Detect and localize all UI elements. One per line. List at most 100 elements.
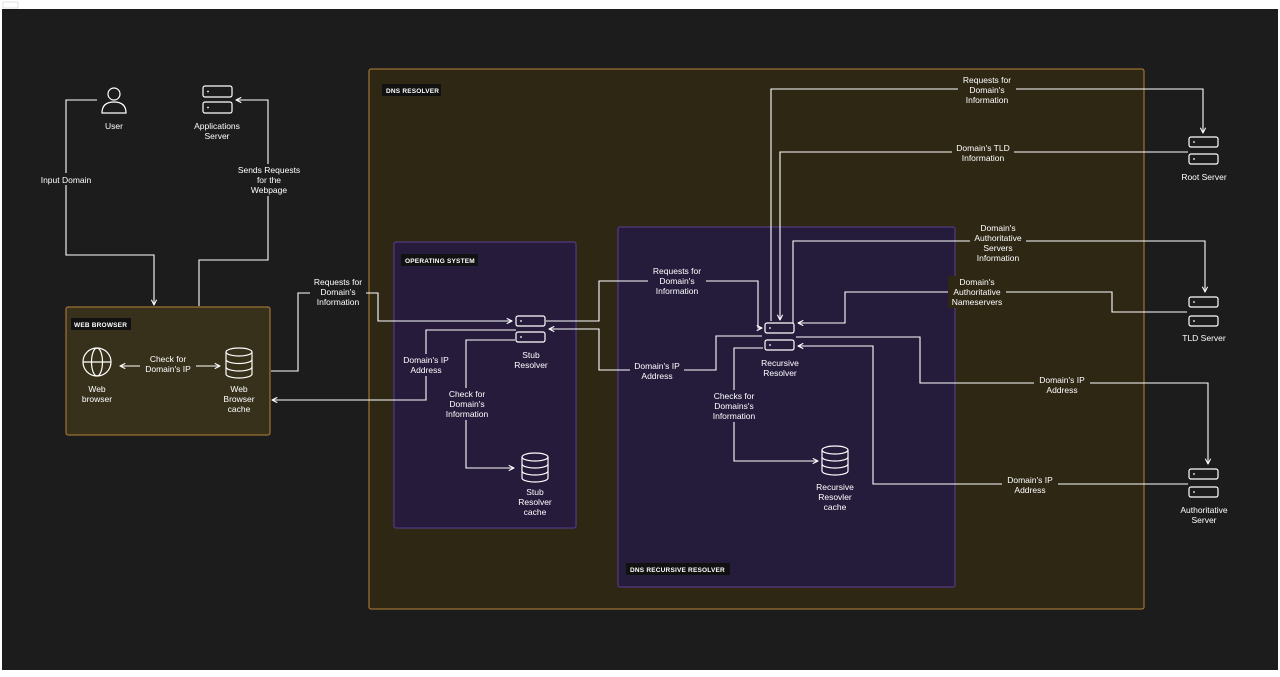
- svg-text:Sends Requests: Sends Requests: [238, 165, 300, 175]
- dns-recursive-resolver-tag-box: [626, 563, 730, 575]
- svg-text:Stub: Stub: [522, 350, 540, 360]
- database-icon: [225, 347, 253, 379]
- svg-text:Recursive: Recursive: [816, 482, 854, 492]
- web-browser-tag: WEB BROWSER: [74, 322, 127, 329]
- dns-resolver-tag: DNS RESOLVER: [386, 88, 439, 95]
- svg-text:Domain's: Domain's: [959, 277, 994, 287]
- svg-text:Information: Information: [656, 286, 699, 296]
- svg-text:Check for: Check for: [150, 354, 187, 364]
- browser-cache-node: Web Browser cache: [223, 347, 255, 414]
- svg-text:Webpage: Webpage: [251, 185, 288, 195]
- svg-text:Checks for: Checks for: [714, 391, 755, 401]
- label-stub-to-browser: Domain's IP Address: [400, 354, 452, 376]
- svg-text:cache: cache: [228, 404, 251, 414]
- svg-text:Domain's IP: Domain's IP: [145, 364, 191, 374]
- svg-text:Authoritative: Authoritative: [974, 233, 1022, 243]
- svg-text:Domain's: Domain's: [980, 223, 1015, 233]
- label-stub-to-recursive: Requests for Domain's Information: [648, 265, 706, 297]
- svg-text:Address: Address: [410, 365, 441, 375]
- label-recursive-to-stub: Domain's IP Address: [630, 360, 684, 382]
- svg-text:Applications: Applications: [194, 121, 240, 131]
- svg-text:Root Server: Root Server: [1181, 172, 1227, 182]
- stub-resolver-node: Stub Resolver: [514, 315, 548, 370]
- web-browser-node: Web browser: [82, 347, 112, 404]
- label-from-tld: Domain's Authoritative Nameservers: [948, 276, 1006, 308]
- svg-text:Nameservers: Nameservers: [952, 297, 1003, 307]
- server-icon: [1188, 468, 1219, 498]
- svg-text:Information: Information: [962, 153, 1005, 163]
- server-icon: [1188, 136, 1219, 165]
- server-icon: [1188, 296, 1219, 327]
- dns-resolver-tag-box: [382, 84, 441, 96]
- svg-text:Domain's IP: Domain's IP: [1007, 475, 1053, 485]
- svg-text:Requests for: Requests for: [963, 75, 1011, 85]
- svg-text:Authoritative: Authoritative: [953, 287, 1001, 297]
- svg-text:Address: Address: [1046, 385, 1077, 395]
- server-icon: [515, 315, 546, 343]
- svg-text:Information: Information: [317, 297, 360, 307]
- label-stub-check: Check for Domain's Information: [442, 388, 492, 420]
- stub-resolver-cache-node: Stub Resolver cache: [518, 452, 552, 517]
- edge-from-root: [780, 151, 1188, 320]
- svg-text:Domain's: Domain's: [320, 287, 355, 297]
- edge-input-domain: [65, 99, 154, 305]
- svg-text:Information: Information: [446, 409, 489, 419]
- label-recursive-check: Checks for Domains's Information: [708, 390, 760, 422]
- svg-text:Domain's: Domain's: [449, 399, 484, 409]
- svg-text:Servers: Servers: [983, 243, 1012, 253]
- svg-text:Information: Information: [713, 411, 756, 421]
- root-server-node: Root Server: [1181, 136, 1227, 182]
- svg-text:Resolver: Resolver: [763, 368, 797, 378]
- operating-system-group: [393, 241, 577, 529]
- svg-text:Address: Address: [1014, 485, 1045, 495]
- label-to-tld: Domain's Authoritative Servers Informati…: [970, 222, 1026, 264]
- dns-recursive-resolver-group: [617, 226, 956, 588]
- user-node: User: [101, 87, 127, 131]
- web-browser-tag-box: [71, 318, 131, 330]
- label-input-domain: Input Domain: [34, 173, 96, 185]
- svg-text:Domain's: Domain's: [969, 85, 1004, 95]
- authoritative-server-node: Authoritative Server: [1180, 468, 1228, 525]
- svg-text:Information: Information: [977, 253, 1020, 263]
- server-icon: [764, 322, 795, 351]
- svg-text:Input Domain: Input Domain: [41, 175, 92, 185]
- svg-text:Domain's IP: Domain's IP: [634, 361, 680, 371]
- tld-server-node: TLD Server: [1182, 296, 1226, 343]
- database-icon: [821, 445, 849, 476]
- svg-text:cache: cache: [524, 507, 547, 517]
- user-icon: [101, 87, 127, 114]
- svg-text:Domain's: Domain's: [659, 276, 694, 286]
- svg-text:Authoritative: Authoritative: [1180, 505, 1228, 515]
- svg-text:TLD Server: TLD Server: [1182, 333, 1226, 343]
- svg-text:Domain's IP: Domain's IP: [403, 355, 449, 365]
- svg-text:Address: Address: [641, 371, 672, 381]
- svg-text:Domains's: Domains's: [714, 401, 753, 411]
- svg-text:Requests for: Requests for: [314, 277, 362, 287]
- dns-recursive-resolver-tag: DNS RECURSIVE RESOLVER: [630, 567, 725, 574]
- edge-sends-requests: [198, 100, 269, 306]
- edge-to-auth: [796, 336, 1208, 464]
- svg-text:Browser: Browser: [223, 394, 254, 404]
- recursive-resolver-cache-node: Recursive Resovler cache: [816, 445, 854, 512]
- svg-text:Stub: Stub: [526, 487, 544, 497]
- svg-text:Resovler: Resovler: [818, 492, 852, 502]
- svg-text:Check for: Check for: [449, 389, 486, 399]
- applications-server-node: Applications Server: [194, 85, 240, 141]
- svg-text:Server: Server: [1191, 515, 1216, 525]
- label-browser-to-stub: Requests for Domain's Information: [310, 276, 366, 308]
- svg-text:Recursive: Recursive: [761, 358, 799, 368]
- svg-text:Web: Web: [230, 384, 248, 394]
- svg-text:browser: browser: [82, 394, 112, 404]
- svg-text:cache: cache: [824, 502, 847, 512]
- user-label: User: [105, 121, 123, 131]
- svg-text:Requests for: Requests for: [653, 266, 701, 276]
- label-to-auth: Domain's IP Address: [1034, 374, 1090, 396]
- globe-icon: [82, 347, 112, 377]
- svg-text:Information: Information: [966, 95, 1009, 105]
- svg-text:Domain's IP: Domain's IP: [1039, 375, 1085, 385]
- label-check-ip: Check for Domain's IP: [140, 353, 196, 375]
- operating-system-tag: OPERATING SYSTEM: [405, 258, 475, 265]
- label-to-root: Requests for Domain's Information: [958, 74, 1016, 106]
